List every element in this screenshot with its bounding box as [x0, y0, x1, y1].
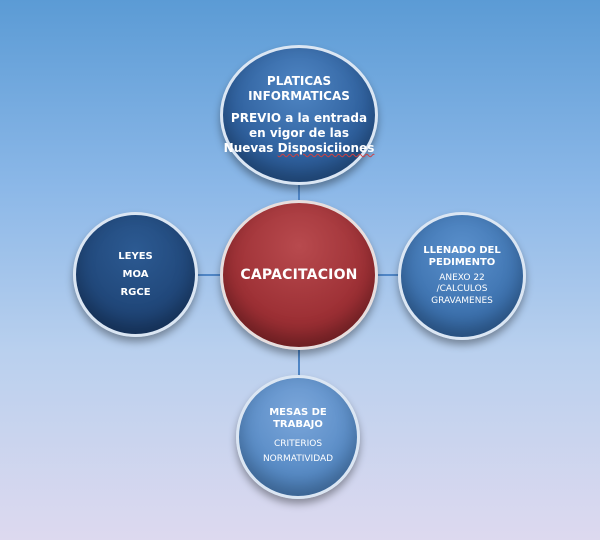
node-right-text: ANEXO 22 /CALCULOS GRAVAMENES: [431, 273, 493, 307]
node-platicas-informaticas: PLATICAS INFORMATICAS PREVIO a la entrad…: [220, 45, 378, 185]
node-top-text-line1: PREVIO a la entrada: [230, 110, 368, 125]
node-leyes: LEYES MOA RGCE: [73, 212, 198, 337]
node-top-title: PLATICAS INFORMATICAS: [248, 74, 350, 103]
node-top-text: PREVIO a la entrada en vigor de las Nuev…: [224, 111, 375, 156]
node-right-text-line2: /CALCULOS: [436, 284, 488, 295]
node-right-title-line2: PEDIMENTO: [428, 257, 496, 269]
node-top-title-line2: INFORMATICAS: [248, 88, 350, 103]
node-left-item-rgce: RGCE: [120, 286, 151, 298]
node-right-text-line3: GRAVAMENES: [431, 295, 493, 306]
node-bottom-title: MESAS DE TRABAJO: [269, 407, 327, 431]
connector-top: [298, 183, 300, 207]
connector-right: [374, 274, 402, 276]
connector-bottom: [298, 346, 300, 378]
node-top-title-line1: PLATICAS: [266, 74, 332, 89]
node-top-text-line2: en vigor de las: [249, 125, 349, 140]
node-bottom-text-line2: NORMATIVIDAD: [262, 454, 334, 464]
node-bottom-text: CRITERIOS NORMATIVIDAD: [263, 437, 333, 468]
node-top-text-line3-spellcheck: Disposiciiones: [277, 140, 375, 155]
node-mesas-trabajo: MESAS DE TRABAJO CRITERIOS NORMATIVIDAD: [236, 375, 360, 499]
node-capacitacion: CAPACITACION: [220, 200, 378, 350]
node-bottom-title-line2: TRABAJO: [273, 418, 323, 430]
node-center-label: CAPACITACION: [240, 266, 358, 283]
node-right-text-line1: ANEXO 22: [439, 273, 485, 284]
node-top-text-line3-a: Nuevas: [223, 140, 278, 155]
node-left-item-leyes: LEYES: [118, 250, 153, 262]
node-left-item-moa: MOA: [122, 268, 149, 280]
node-right-title: LLENADO DEL PEDIMENTO: [423, 245, 500, 269]
connector-left: [196, 274, 224, 276]
node-right-title-line1: LLENADO DEL: [423, 245, 501, 257]
node-bottom-title-line1: MESAS DE: [269, 406, 327, 418]
node-llenado-pedimento: LLENADO DEL PEDIMENTO ANEXO 22 /CALCULOS…: [398, 212, 526, 340]
node-bottom-text-line1: CRITERIOS: [273, 438, 323, 449]
node-top-text-line3: Nuevas Disposiciiones: [224, 141, 375, 156]
